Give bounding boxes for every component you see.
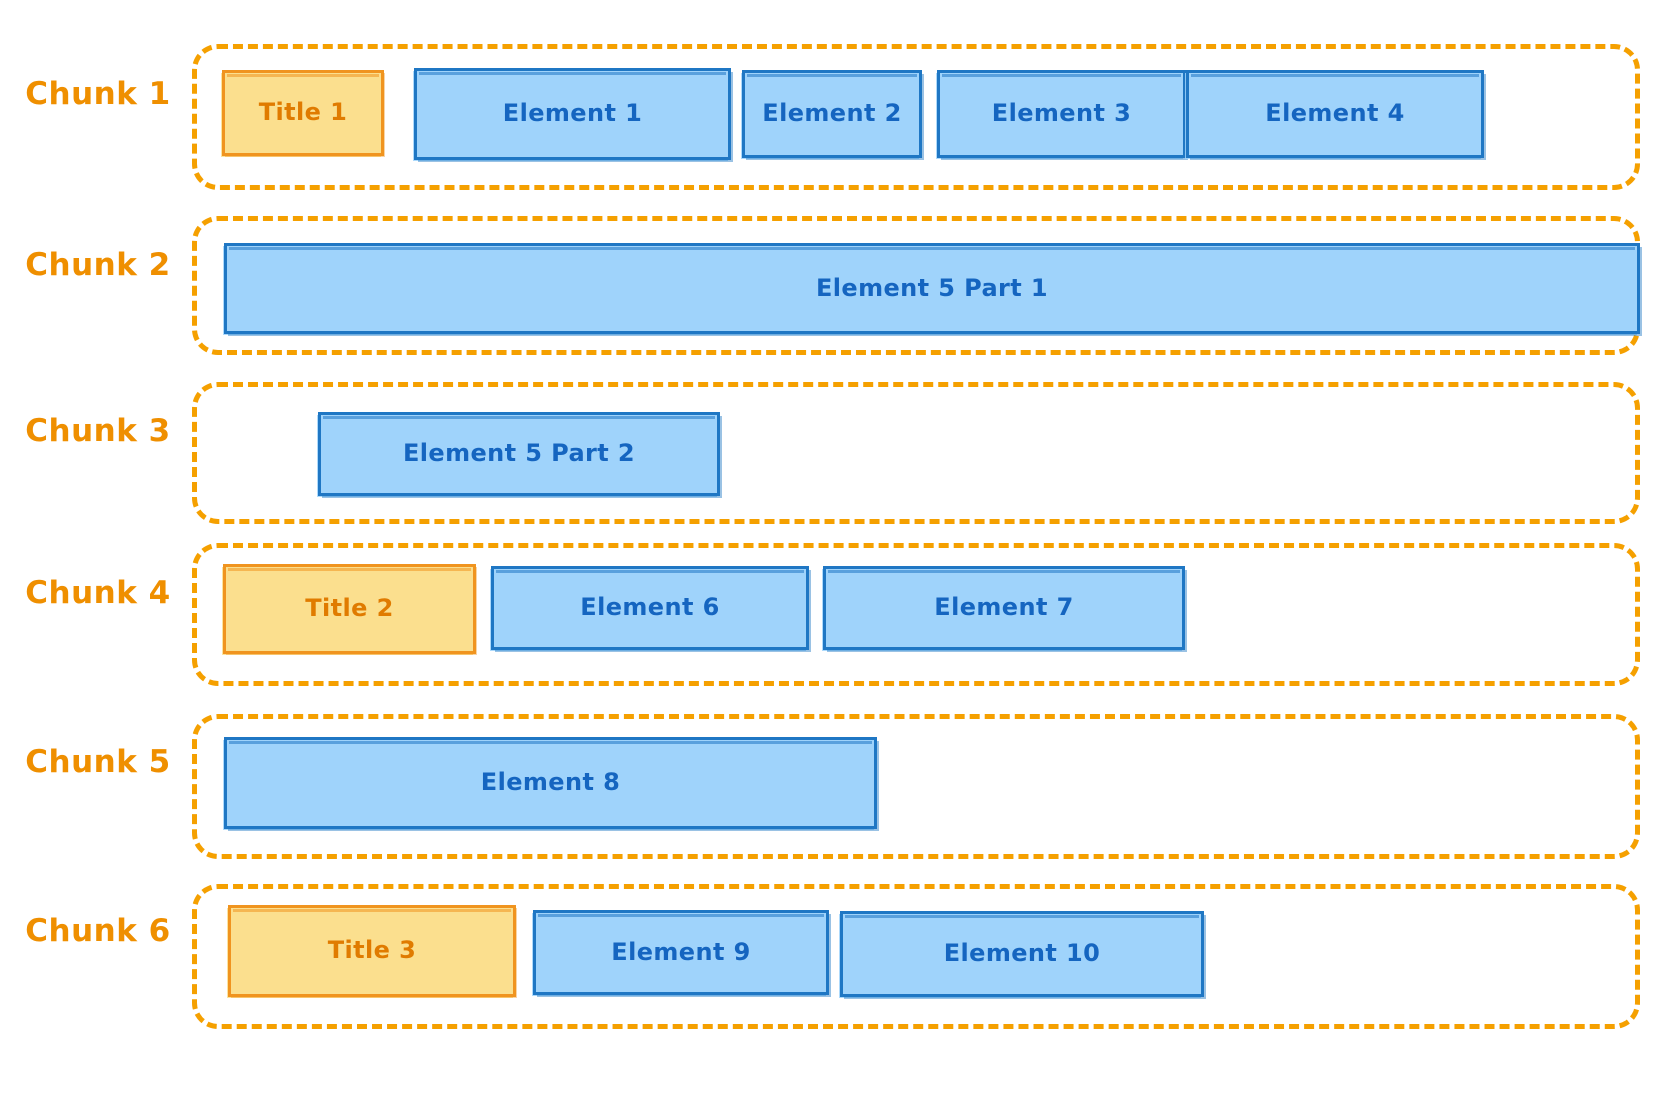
node-label: Element 1 [502,99,643,127]
node-label: Element 9 [611,937,751,966]
node-label: Element 6 [580,593,720,621]
chunk-container-6 [192,884,1640,1029]
node-label: Element 5 Part 2 [402,439,636,467]
node-label: Title 2 [305,594,394,622]
chunk-label-6: Chunk 6 [25,913,171,949]
chunk-label-2: Chunk 2 [25,247,171,283]
chunk-container-4 [192,543,1640,686]
chunk-container-5 [192,714,1640,859]
node-label: Title 3 [327,936,417,964]
element-box-element-2[interactable]: Element 2 [742,70,922,158]
chunk-container-3 [192,382,1640,524]
node-label: Element 5 Part 1 [815,273,1049,302]
chunk-label-5: Chunk 5 [25,744,171,780]
node-label: Element 7 [934,593,1074,621]
element-box-element-8[interactable]: Element 8 [224,737,877,829]
element-box-element-7[interactable]: Element 7 [823,566,1185,650]
title-box-title-3[interactable]: Title 3 [228,905,516,997]
node-label: Title 1 [258,98,348,126]
element-box-element-10[interactable]: Element 10 [840,911,1204,997]
node-label: Element 4 [1265,99,1405,127]
element-box-element-4[interactable]: Element 4 [1186,70,1484,158]
chunk-label-3: Chunk 3 [25,413,171,449]
element-box-element-5-part-1[interactable]: Element 5 Part 1 [224,243,1640,334]
element-box-element-6[interactable]: Element 6 [491,566,809,650]
title-box-title-1[interactable]: Title 1 [222,70,384,156]
node-label: Element 10 [943,939,1101,967]
chunk-label-1: Chunk 1 [25,76,171,112]
element-box-element-9[interactable]: Element 9 [533,910,829,995]
node-label: Element 3 [991,99,1132,127]
node-label: Element 8 [480,768,621,796]
chunk-container-1 [192,44,1640,190]
element-box-element-3[interactable]: Element 3 [937,70,1186,158]
node-label: Element 2 [762,99,902,127]
element-box-element-5-part-2[interactable]: Element 5 Part 2 [318,412,720,496]
chunk-label-4: Chunk 4 [25,575,171,611]
element-box-element-1[interactable]: Element 1 [414,68,731,160]
title-box-title-2[interactable]: Title 2 [223,564,476,654]
